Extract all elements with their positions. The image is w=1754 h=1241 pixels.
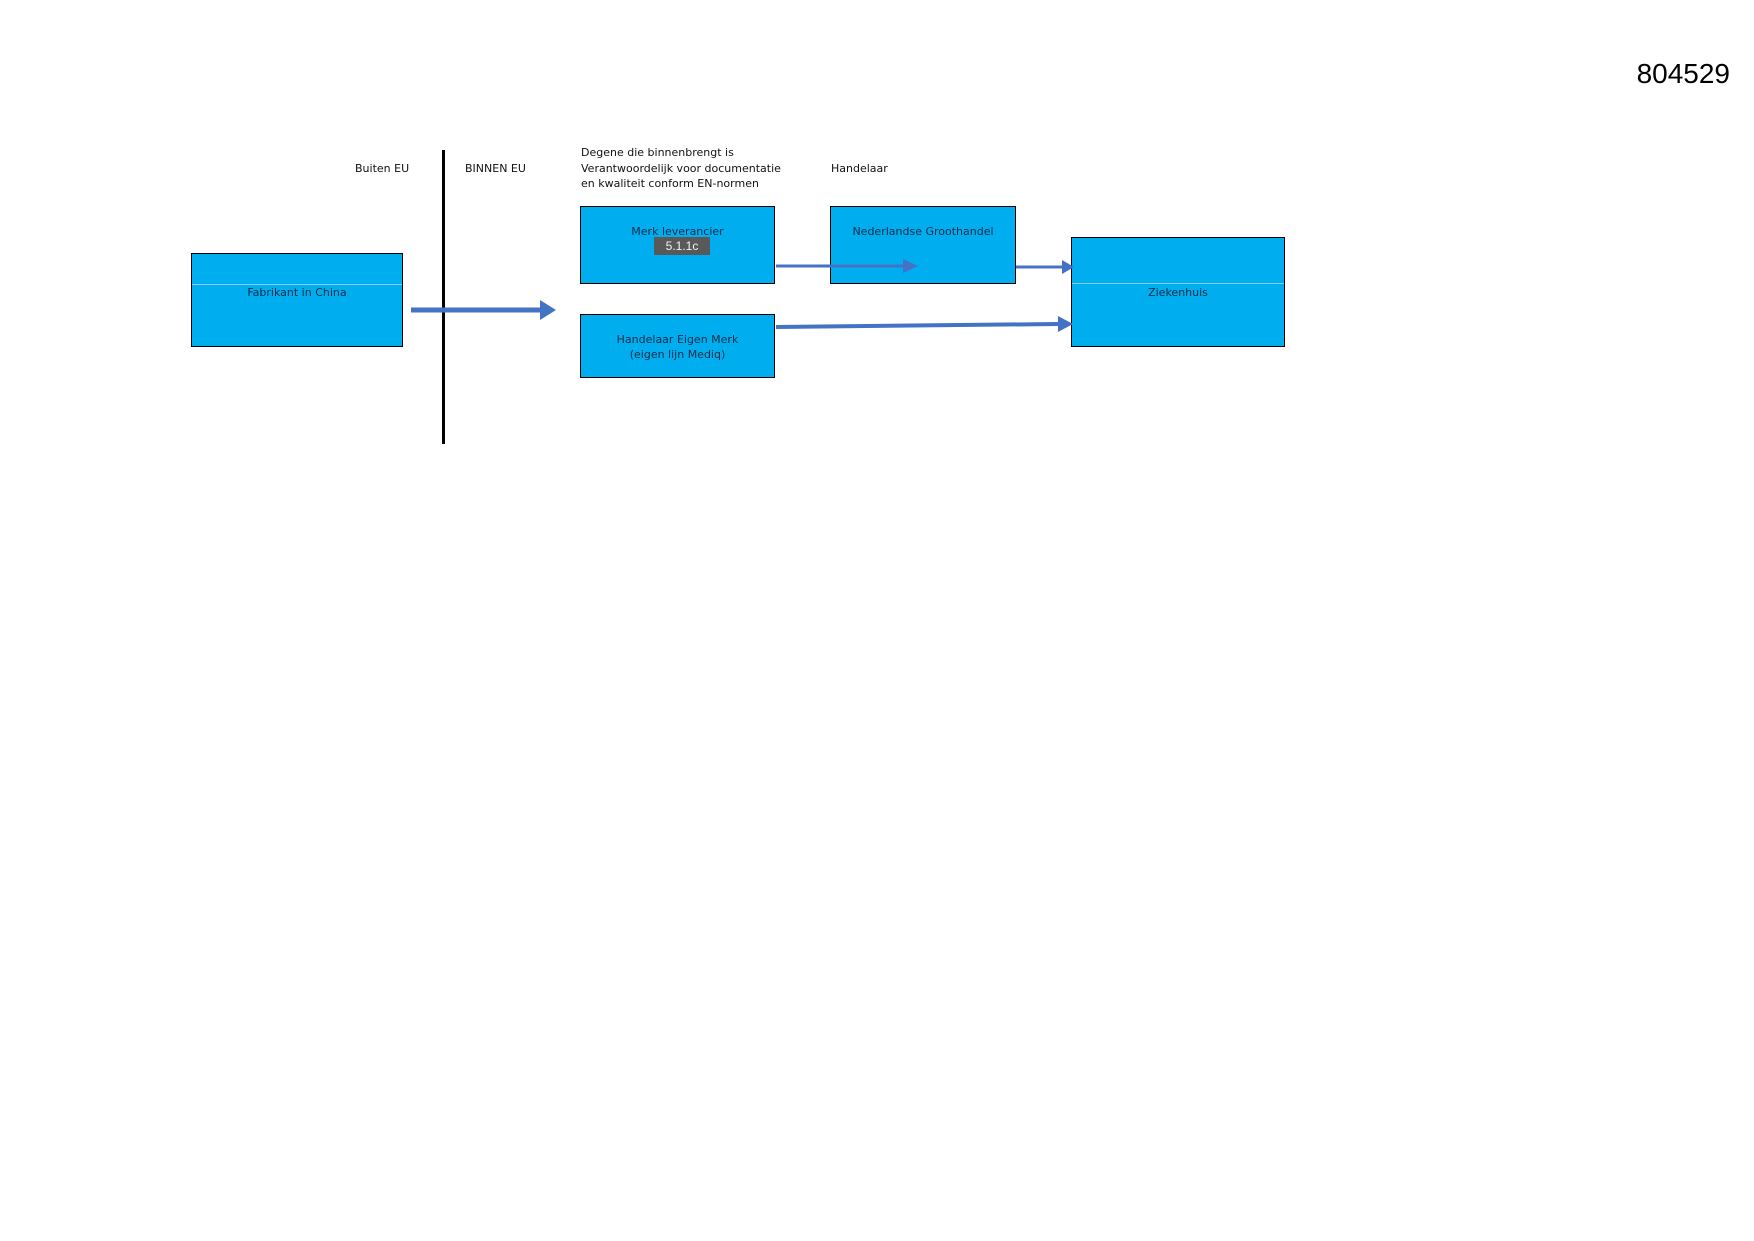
own-brand-trader-box: Handelaar Eigen Merk (eigen lijn Mediq): [580, 314, 775, 378]
box-divider-line: [192, 284, 402, 285]
arrow-manufacturer-to-eu-head: [540, 300, 556, 320]
responsibility-line: en kwaliteit conform EN-normen: [581, 177, 759, 190]
own-brand-trader-line: Handelaar Eigen Merk: [616, 333, 739, 346]
brand-supplier-label: Merk leverancier: [631, 225, 724, 238]
manufacturer-box: Fabrikant in China: [191, 253, 403, 347]
responsibility-line: Degene die binnenbrengt is: [581, 146, 734, 159]
arrow-own-brand-to-hospital: [775, 322, 1059, 329]
wholesaler-box: Nederlandse Groothandel: [830, 206, 1016, 284]
trader-label: Handelaar: [831, 162, 888, 175]
responsibility-line: Verantwoordelijk voor documentatie: [581, 161, 781, 175]
arrow-wholesaler-to-hospital-head: [1062, 260, 1074, 274]
eu-border-line: [442, 150, 445, 444]
document-id: 804529: [1636, 58, 1730, 89]
box-divider-line: [1072, 283, 1284, 284]
own-brand-trader-label: Handelaar Eigen Merk (eigen lijn Mediq): [581, 332, 774, 362]
hospital-box: Ziekenhuis: [1071, 237, 1285, 347]
wholesaler-label: Nederlandse Groothandel: [852, 225, 994, 238]
section-badge: 5.1.1c: [654, 237, 710, 255]
outside-eu-label: Buiten EU: [355, 162, 410, 175]
brand-supplier-box: Merk leverancier 5.1.1c: [580, 206, 775, 284]
manufacturer-label: Fabrikant in China: [247, 286, 347, 299]
responsibility-note: Degene die binnenbrengt is Verantwoordel…: [581, 145, 781, 192]
arrow-brand-supplier-to-wholesaler-head: [903, 259, 918, 273]
inside-eu-label: BINNEN EU: [465, 162, 526, 175]
own-brand-trader-line: (eigen lijn Mediq): [629, 348, 726, 361]
hospital-label: Ziekenhuis: [1148, 286, 1208, 299]
arrow-own-brand-to-hospital-head: [1058, 316, 1073, 332]
